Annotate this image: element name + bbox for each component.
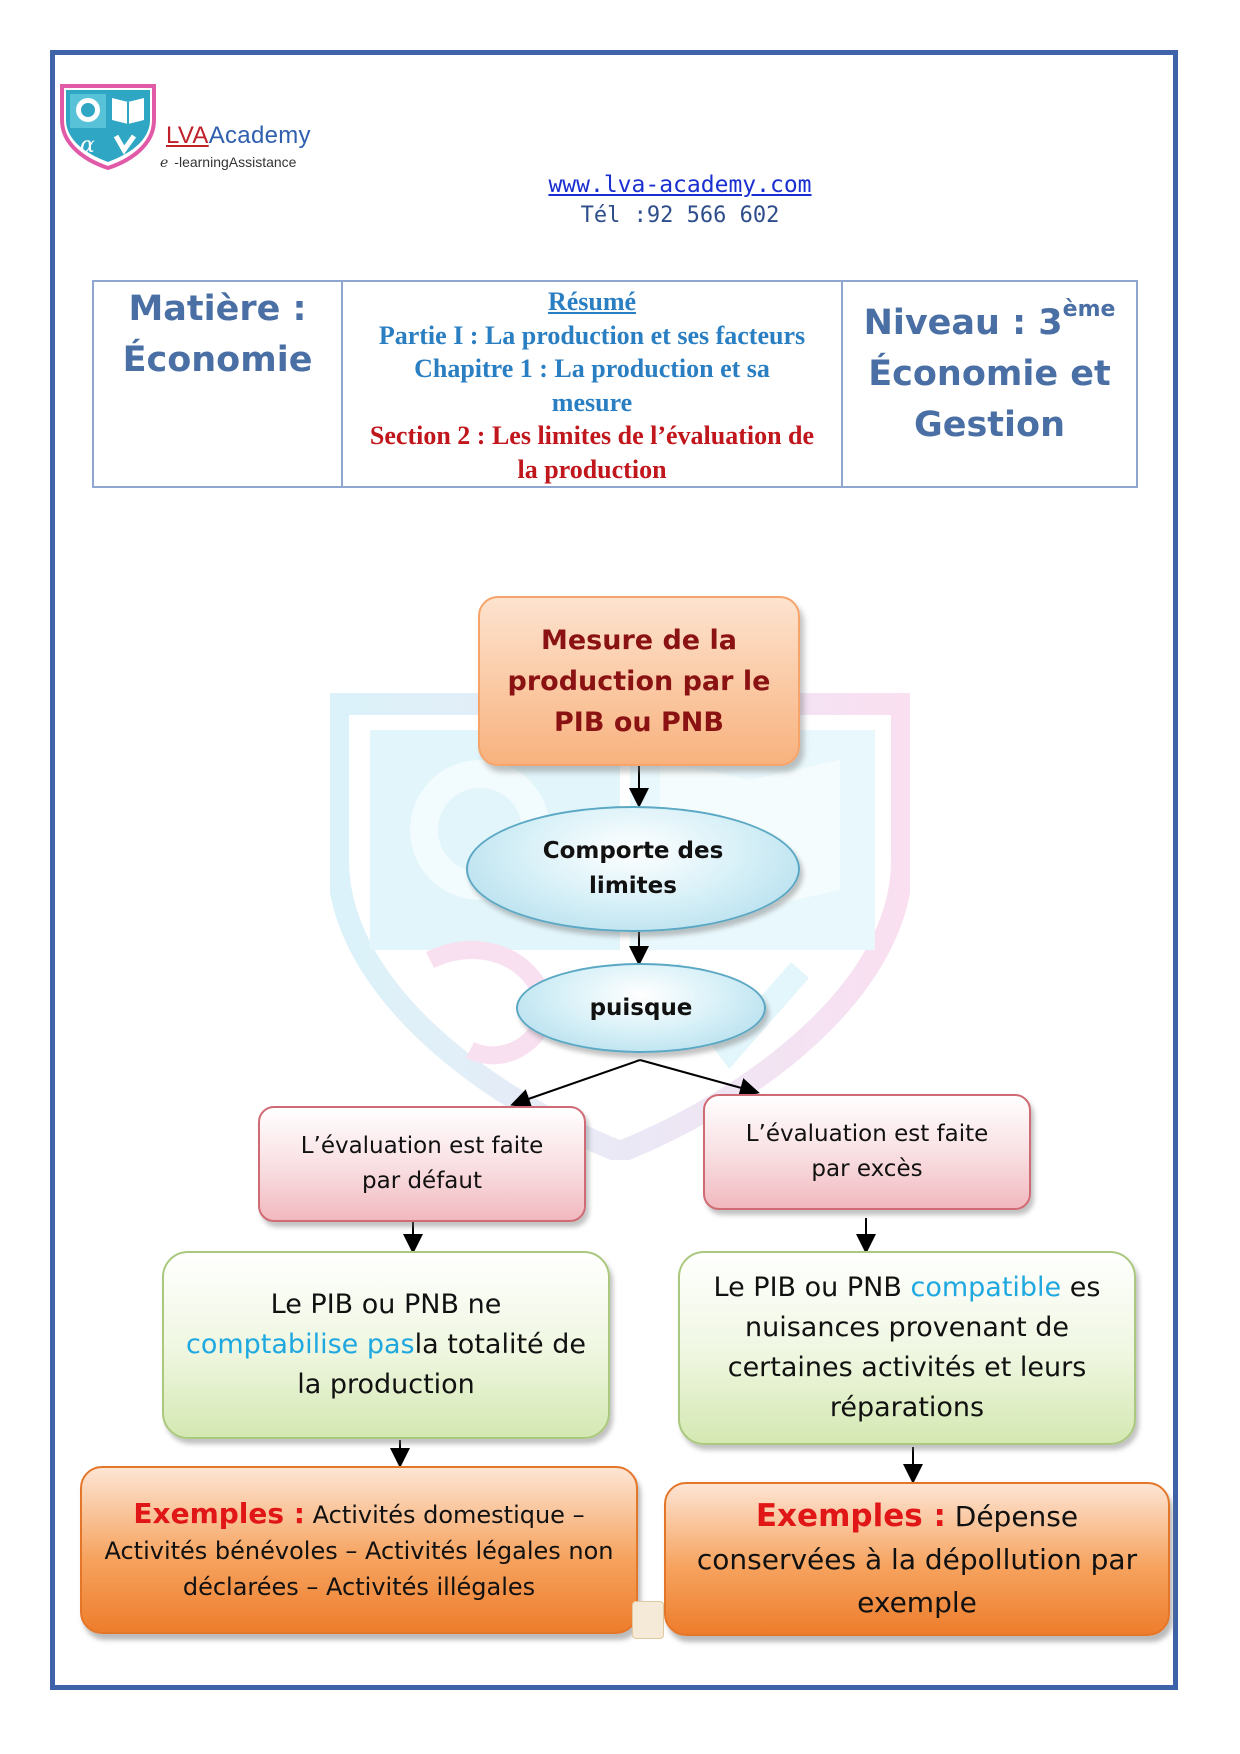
node-pib-compatible: Le PIB ou PNB compatible es nuisances pr… — [678, 1251, 1136, 1445]
decorative-tab — [632, 1601, 664, 1639]
node-evaluation-defaut-text: L’évaluation est faite par défaut — [300, 1133, 544, 1194]
left-examples-text: Exemples : Activités domestique – Activi… — [104, 1496, 614, 1605]
left-examples-label: Exemples : — [133, 1496, 306, 1530]
phone-number: Tél :92 566 602 — [580, 203, 780, 228]
brand-suffix: Academy — [208, 122, 311, 149]
svg-text:α: α — [80, 133, 95, 158]
node-pib-ne-comptabilise-pas: Le PIB ou PNB ne comptabilise pasla tota… — [162, 1251, 610, 1439]
page-frame — [50, 50, 1178, 1690]
subject-value: Économie — [122, 340, 313, 380]
level-label: Niveau : 3ème — [843, 284, 1136, 349]
right-desc-text: Le PIB ou PNB compatible es nuisances pr… — [702, 1268, 1112, 1428]
level-cell: Niveau : 3ème Économie et Gestion — [841, 280, 1138, 488]
partie-title: Partie I : La production et ses facteurs — [378, 320, 806, 350]
website-link[interactable]: www.lva-academy.com — [548, 172, 812, 198]
left-desc-text: Le PIB ou PNB ne comptabilise pasla tota… — [185, 1285, 587, 1405]
subject-label: Matière : — [128, 289, 307, 329]
node-puisque: puisque — [516, 963, 766, 1053]
right-examples-text: Exemples : Dépense conservées à la dépol… — [688, 1495, 1146, 1624]
section-title: Section 2 : Les limites de l’évaluation … — [369, 421, 815, 484]
resume-title: Résumé — [547, 287, 637, 316]
brand-name: LVAAcademy — [166, 122, 311, 150]
node-evaluation-exces: L’évaluation est faite par excès — [703, 1094, 1031, 1210]
node-evaluation-defaut: L’évaluation est faite par défaut — [258, 1106, 586, 1222]
node-comporte-limites: Comporte des limites — [466, 806, 800, 932]
right-examples-label: Exemples : — [755, 1497, 946, 1534]
level-line-3: Gestion — [914, 405, 1065, 445]
summary-cell: Résumé Partie I : La production et ses f… — [341, 280, 843, 488]
node-exemples-defaut: Exemples : Activités domestique – Activi… — [80, 1466, 638, 1634]
left-desc-before: Le PIB ou PNB ne — [270, 1289, 502, 1320]
brand-prefix: LVA — [166, 122, 209, 149]
left-examples-body: Activités domestique – Activités bénévol… — [104, 1500, 614, 1601]
chapitre-title: Chapitre 1 : La production et sa mesure — [414, 354, 770, 417]
course-info-table: Matière : Économie Résumé Partie I : La … — [92, 280, 1138, 488]
level-superscript: ème — [1062, 297, 1116, 322]
level-prefix: Niveau : 3 — [863, 303, 1063, 343]
arrow-ellipse2-to-left — [510, 1059, 641, 1109]
subject-cell: Matière : Économie — [92, 280, 343, 488]
right-desc-highlight: compatible — [910, 1272, 1062, 1303]
node-exemples-exces: Exemples : Dépense conservées à la dépol… — [664, 1482, 1170, 1636]
left-desc-highlight: comptabilise pas — [186, 1329, 415, 1360]
right-examples-body: Dépense conservées à la dépollution par … — [696, 1499, 1138, 1619]
arrow-ellipse2-to-right — [639, 1059, 760, 1098]
node-mesure-production: Mesure de la production par le PIB ou PN… — [478, 596, 800, 766]
node-evaluation-exces-text: L’évaluation est faite par excès — [745, 1121, 989, 1182]
level-line-2: Économie et — [868, 354, 1111, 394]
brand-tagline: e -learningAssistance — [160, 154, 296, 171]
right-desc-before: Le PIB ou PNB — [713, 1272, 911, 1303]
left-desc-after: la totalité de la production — [297, 1329, 586, 1400]
tagline-text: -learningAssistance — [174, 154, 297, 170]
tagline-e: e — [160, 155, 169, 171]
node-comporte-limites-text: Comporte des limites — [542, 838, 724, 899]
lva-academy-logo: α — [60, 84, 156, 170]
right-desc-after: es nuisances provenant de certaines acti… — [727, 1272, 1101, 1423]
